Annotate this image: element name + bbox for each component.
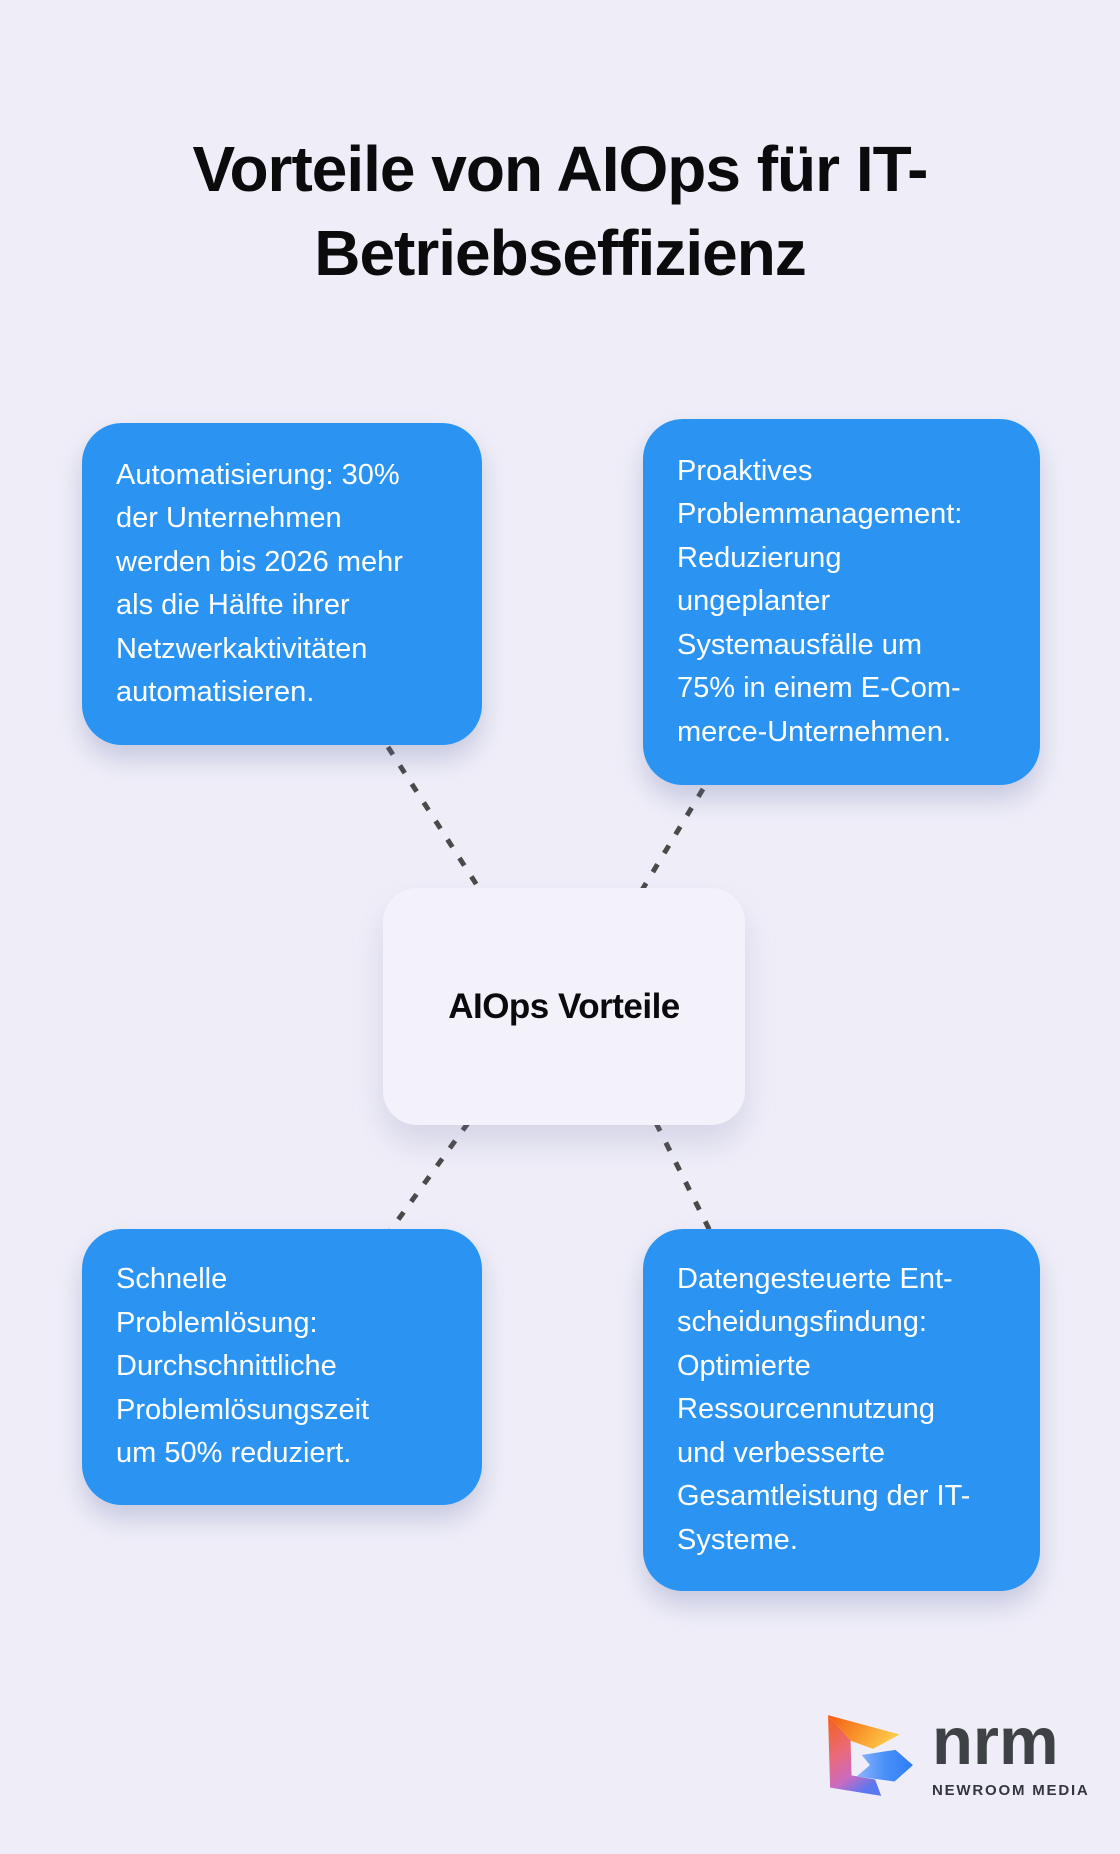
node-schnelle-problemloesung: Schnelle Problemlösung: Durchschnittlich…: [82, 1229, 482, 1505]
node-datengesteuerte-entscheidungsfindung-text: Datengesteuerte Ent- scheidungsfindung: …: [677, 1262, 971, 1556]
logo-subtitle: NEWROOM MEDIA: [932, 1781, 1090, 1799]
newroom-media-logo-icon: [828, 1715, 913, 1796]
connector-center-to-bottomleft: [387, 1121, 471, 1233]
newroom-media-logo-text: nrm NEWROOM MEDIA: [932, 1704, 1090, 1799]
node-automatisierung-text: Automatisierung: 30% der Unternehmen wer…: [116, 458, 403, 709]
node-schnelle-problemloesung-text: Schnelle Problemlösung: Durchschnittlich…: [116, 1263, 370, 1470]
node-datengesteuerte-entscheidungsfindung: Datengesteuerte Ent- scheidungsfindung: …: [643, 1229, 1040, 1591]
connector-topleft-to-center: [385, 745, 483, 892]
newroom-media-logo: nrm NEWROOM MEDIA: [822, 1704, 1090, 1802]
center-node-label: AIOps Vorteile: [448, 986, 680, 1026]
center-node: AIOps Vorteile: [383, 888, 745, 1125]
connector-center-to-bottomright: [653, 1121, 713, 1233]
node-proaktives-problemmanagement-text: Proaktives Problemmanagement: Reduzierun…: [677, 454, 963, 748]
node-proaktives-problemmanagement: Proaktives Problemmanagement: Reduzierun…: [643, 419, 1040, 785]
node-automatisierung: Automatisierung: 30% der Unternehmen wer…: [82, 423, 482, 745]
connector-topright-to-center: [639, 787, 706, 892]
logo-name: nrm: [932, 1704, 1059, 1780]
page-title: Vorteile von AIOps für IT- Betriebseffiz…: [192, 132, 929, 290]
